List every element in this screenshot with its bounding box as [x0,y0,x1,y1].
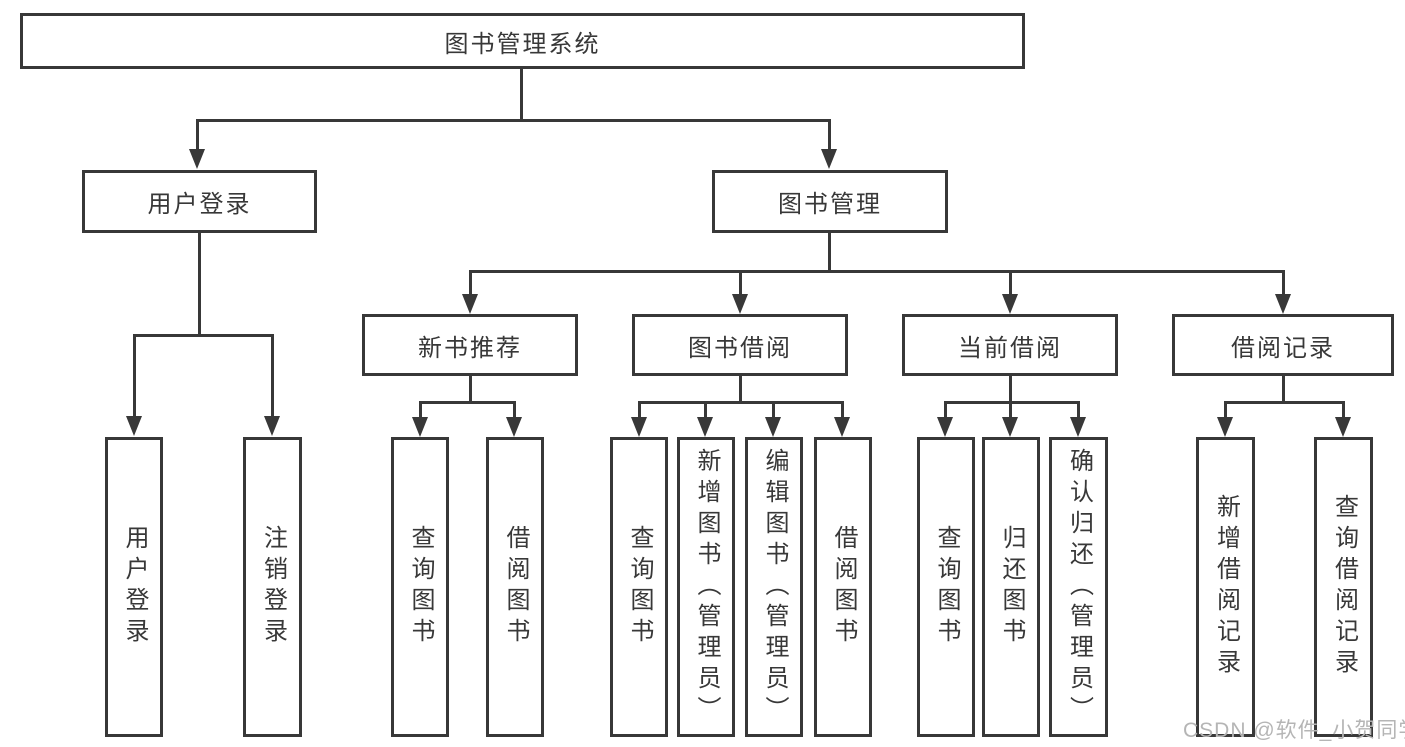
leaf-borrow-books: 借阅图书 [814,437,872,737]
arrow-head [631,417,647,437]
connector-line [419,401,516,404]
leaf-query-books: 查询图书 [917,437,975,737]
leaf-label: 新增借阅记录 [1212,494,1240,680]
node-user-login: 用户登录 [82,170,317,233]
connector-line [638,401,844,404]
node-book-management: 图书管理 [712,170,948,233]
connector-line [828,232,831,272]
arrow-head [1275,294,1291,314]
connector-line [133,334,136,417]
connector-line [469,270,1285,273]
connector-line [198,232,201,336]
leaf-label: 借阅图书 [502,525,529,649]
connector-line [841,401,844,418]
leaf-query-borrow-record: 查询借阅记录 [1314,437,1373,737]
connector-line [944,401,947,418]
connector-line [1077,401,1080,418]
leaf-label: 查询图书 [933,525,960,649]
leaf-add-books-admin: 新增图书（管理员） [677,437,735,737]
arrow-head [1335,417,1351,437]
connector-line [772,401,775,418]
leaf-label: 查询图书 [626,525,653,649]
arrow-head [821,149,837,169]
leaf-edit-books-admin: 编辑图书（管理员） [745,437,803,737]
arrow-head [834,417,850,437]
connector-line [1009,401,1012,418]
connector-line [1009,375,1012,404]
connector-line [638,401,641,418]
connector-line [944,401,1080,404]
leaf-confirm-return-admin: 确认归还（管理员） [1049,437,1108,737]
connector-line [1224,401,1344,404]
connector-line [704,401,707,418]
leaf-label: 确认归还（管理员） [1065,447,1093,727]
connector-line [1282,375,1285,404]
leaf-label: 查询借阅记录 [1330,494,1358,680]
connector-line [1342,401,1345,418]
arrow-head [732,294,748,314]
connector-line [196,119,199,151]
arrow-head [126,416,142,436]
node-new-book-recommend: 新书推荐 [362,314,578,376]
leaf-return-books: 归还图书 [982,437,1040,737]
leaf-query-books: 查询图书 [610,437,668,737]
arrow-head [1002,417,1018,437]
connector-line [513,401,516,418]
arrow-head [937,417,953,437]
arrow-head [412,417,428,437]
connector-line [469,375,472,404]
leaf-user-login: 用户登录 [105,437,163,737]
csdn-watermark: CSDN @软件_小贺同学 [1183,719,1405,742]
node-current-borrow: 当前借阅 [902,314,1118,376]
leaf-label: 用户登录 [121,525,148,649]
arrow-head [1217,417,1233,437]
leaf-label: 借阅图书 [830,525,857,649]
leaf-query-books: 查询图书 [391,437,449,737]
connector-line [1009,270,1012,295]
connector-line [1282,270,1285,295]
leaf-label: 注销登录 [259,525,287,649]
connector-line [520,68,523,120]
leaf-label: 新增图书（管理员） [693,447,720,727]
connector-line [1224,401,1227,418]
connector-line [739,270,742,295]
arrow-head [462,294,478,314]
arrow-head [506,417,522,437]
arrow-head [264,416,280,436]
leaf-add-borrow-record: 新增借阅记录 [1196,437,1255,737]
arrow-head [1070,417,1086,437]
connector-line [271,334,274,417]
leaf-label: 查询图书 [407,525,434,649]
connector-line [739,375,742,404]
connector-line [419,401,422,418]
arrow-head [189,149,205,169]
connector-line [469,270,472,295]
connector-line [133,334,274,337]
leaf-borrow-books: 借阅图书 [486,437,544,737]
connector-line [828,119,831,151]
arrow-head [1002,294,1018,314]
leaf-logout: 注销登录 [243,437,302,737]
arrow-head [697,417,713,437]
node-library-system: 图书管理系统 [20,13,1025,69]
node-borrow-records: 借阅记录 [1172,314,1394,376]
leaf-label: 编辑图书（管理员） [761,447,788,727]
leaf-label: 归还图书 [998,525,1025,649]
node-book-borrow: 图书借阅 [632,314,848,376]
connector-line [196,119,831,122]
arrow-head [765,417,781,437]
